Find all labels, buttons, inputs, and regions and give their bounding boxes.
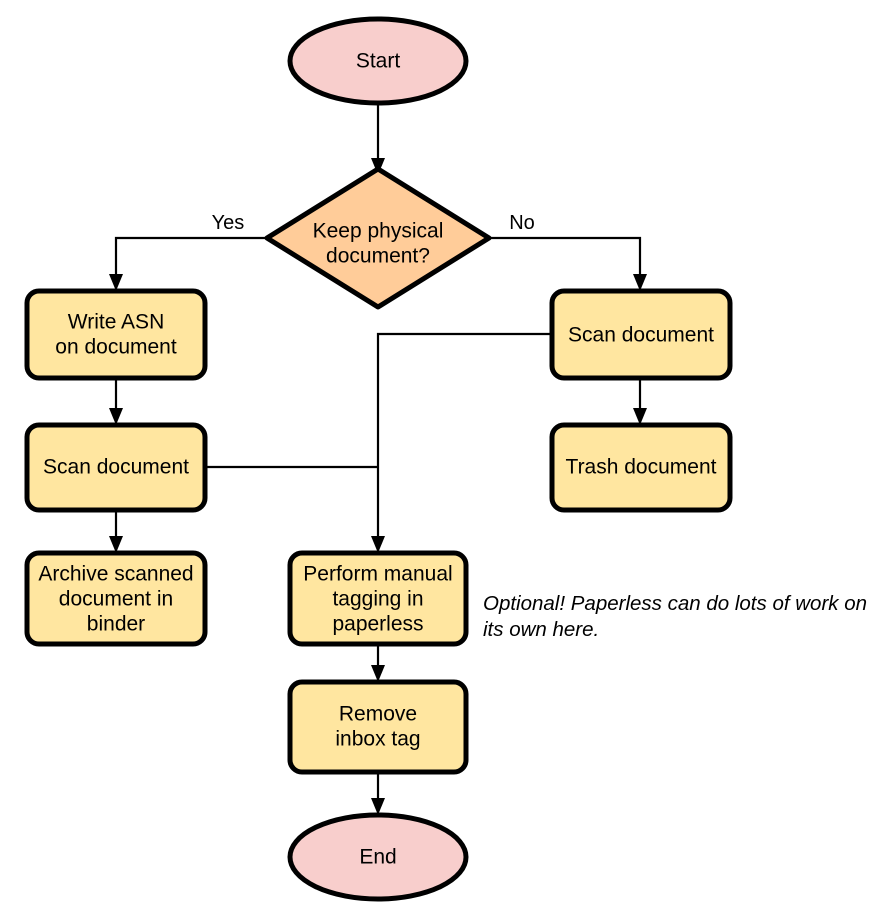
- node-archive-shape[interactable]: [24, 550, 208, 647]
- node-decision-keep-physical-document[interactable]: Keep physical document?: [264, 166, 492, 310]
- edge-start-to-decision: [371, 104, 385, 175]
- edge-scan-right-to-tagging: [371, 332, 552, 553]
- annotation-optional-note: Optional! Paperless can do lots of work …: [483, 592, 867, 641]
- node-write-asn-label-line1: Write ASN: [68, 311, 164, 334]
- node-start-label: Start: [356, 50, 401, 73]
- node-decision-label-line1: Keep physical: [313, 220, 444, 243]
- node-remove-inbox-tag-label-line2: inbox tag: [335, 728, 420, 751]
- arrowhead-icon: [633, 274, 647, 291]
- arrowhead-icon: [109, 274, 123, 291]
- node-trash-document[interactable]: Trash document: [549, 422, 733, 513]
- node-tagging-label-line2: tagging in: [332, 588, 423, 611]
- node-write-asn-shape[interactable]: [24, 288, 208, 381]
- node-remove-inbox-tag[interactable]: Remove inbox tag: [287, 679, 469, 775]
- node-end[interactable]: End: [287, 812, 469, 902]
- edge-line: [489, 236, 642, 279]
- node-archive-label-line1: Archive scanned: [38, 563, 193, 586]
- node-perform-manual-tagging[interactable]: Perform manual tagging in paperless: [287, 550, 469, 647]
- edge-decision-no-to-scan-right: [489, 236, 647, 291]
- node-remove-inbox-tag-label-line1: Remove: [339, 703, 417, 726]
- node-write-asn-label-line2: on document: [55, 336, 177, 359]
- node-scan-document-right[interactable]: Scan document: [549, 288, 733, 381]
- edge-label-yes: Yes: [212, 212, 245, 234]
- node-archive-label-line2: document in: [59, 588, 173, 611]
- edge-scan-left-to-archive: [109, 510, 123, 553]
- edge-label-no: No: [509, 212, 535, 234]
- node-scan-document-right-shape[interactable]: [549, 288, 733, 381]
- node-end-label: End: [359, 846, 396, 869]
- edge-decision-yes-to-write-asn: [109, 236, 267, 291]
- node-scan-document-left[interactable]: Scan document: [24, 422, 208, 513]
- edge-tagging-to-remove-inbox: [371, 644, 385, 682]
- node-archive-label-line3: binder: [87, 613, 145, 636]
- node-end-shape[interactable]: [287, 812, 469, 902]
- edge-line: [376, 332, 552, 541]
- node-write-asn[interactable]: Write ASN on document: [24, 288, 208, 381]
- node-start-shape[interactable]: [287, 16, 469, 106]
- node-decision-label-line2: document?: [326, 245, 430, 268]
- node-scan-document-right-label: Scan document: [568, 324, 714, 347]
- node-trash-document-shape[interactable]: [549, 422, 733, 513]
- node-scan-document-left-label: Scan document: [43, 456, 189, 479]
- node-scan-document-left-shape[interactable]: [24, 422, 208, 513]
- arrowhead-icon: [371, 665, 385, 682]
- arrowhead-icon: [109, 408, 123, 425]
- arrowhead-icon: [109, 536, 123, 553]
- annotation-line2: its own here.: [483, 618, 599, 641]
- node-archive-scanned-document[interactable]: Archive scanned document in binder: [24, 550, 208, 647]
- arrowhead-icon: [371, 798, 385, 815]
- node-trash-document-label: Trash document: [566, 456, 717, 479]
- edge-scan-right-to-trash: [633, 378, 647, 425]
- edge-remove-inbox-to-end: [371, 772, 385, 815]
- arrowhead-icon: [371, 536, 385, 553]
- arrowhead-icon: [633, 408, 647, 425]
- node-tagging-label-line3: paperless: [332, 613, 423, 636]
- edge-line: [114, 236, 267, 279]
- node-remove-inbox-tag-shape[interactable]: [287, 679, 469, 775]
- node-decision-shape[interactable]: [264, 166, 492, 310]
- annotation-line1: Optional! Paperless can do lots of work …: [483, 592, 867, 615]
- node-tagging-shape[interactable]: [287, 550, 469, 647]
- edge-write-asn-to-scan-left: [109, 378, 123, 425]
- node-tagging-label-line1: Perform manual: [303, 563, 452, 586]
- node-start[interactable]: Start: [287, 16, 469, 106]
